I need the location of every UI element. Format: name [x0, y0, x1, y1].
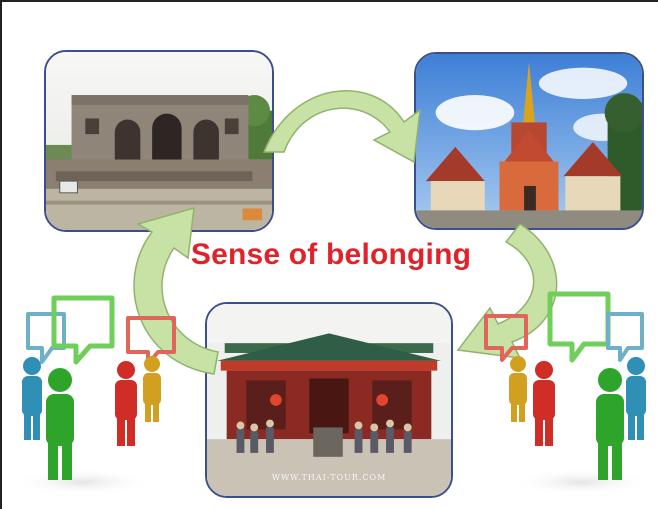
- photo-watermark: WWW.THAI-TOUR.COM: [271, 473, 387, 482]
- slide-title: Sense of belonging: [190, 238, 472, 271]
- person-icon: [509, 356, 527, 422]
- person-icon: [46, 368, 74, 480]
- person-icon: [533, 361, 555, 446]
- left-people-group: [12, 295, 176, 496]
- arrow-right-icon: [456, 223, 558, 359]
- person-icon: [596, 368, 624, 480]
- arrow-left-icon: [133, 206, 219, 375]
- ancient-ruin-photo: [44, 50, 274, 232]
- right-people-group: [484, 291, 652, 496]
- speech-bubble-icon: [547, 291, 611, 363]
- person-icon: [626, 357, 646, 440]
- speech-bubble-icon: [606, 312, 644, 362]
- person-icon: [143, 356, 161, 422]
- person-icon: [22, 357, 42, 440]
- speech-bubble-icon: [26, 312, 66, 364]
- speech-bubble-icon: [484, 314, 528, 362]
- speech-bubble-icon: [51, 295, 115, 365]
- thai-temple-photo: [414, 52, 644, 230]
- arrow-top-icon: [262, 90, 421, 164]
- person-icon: [115, 361, 137, 446]
- chinese-shrine-photo: [205, 302, 453, 498]
